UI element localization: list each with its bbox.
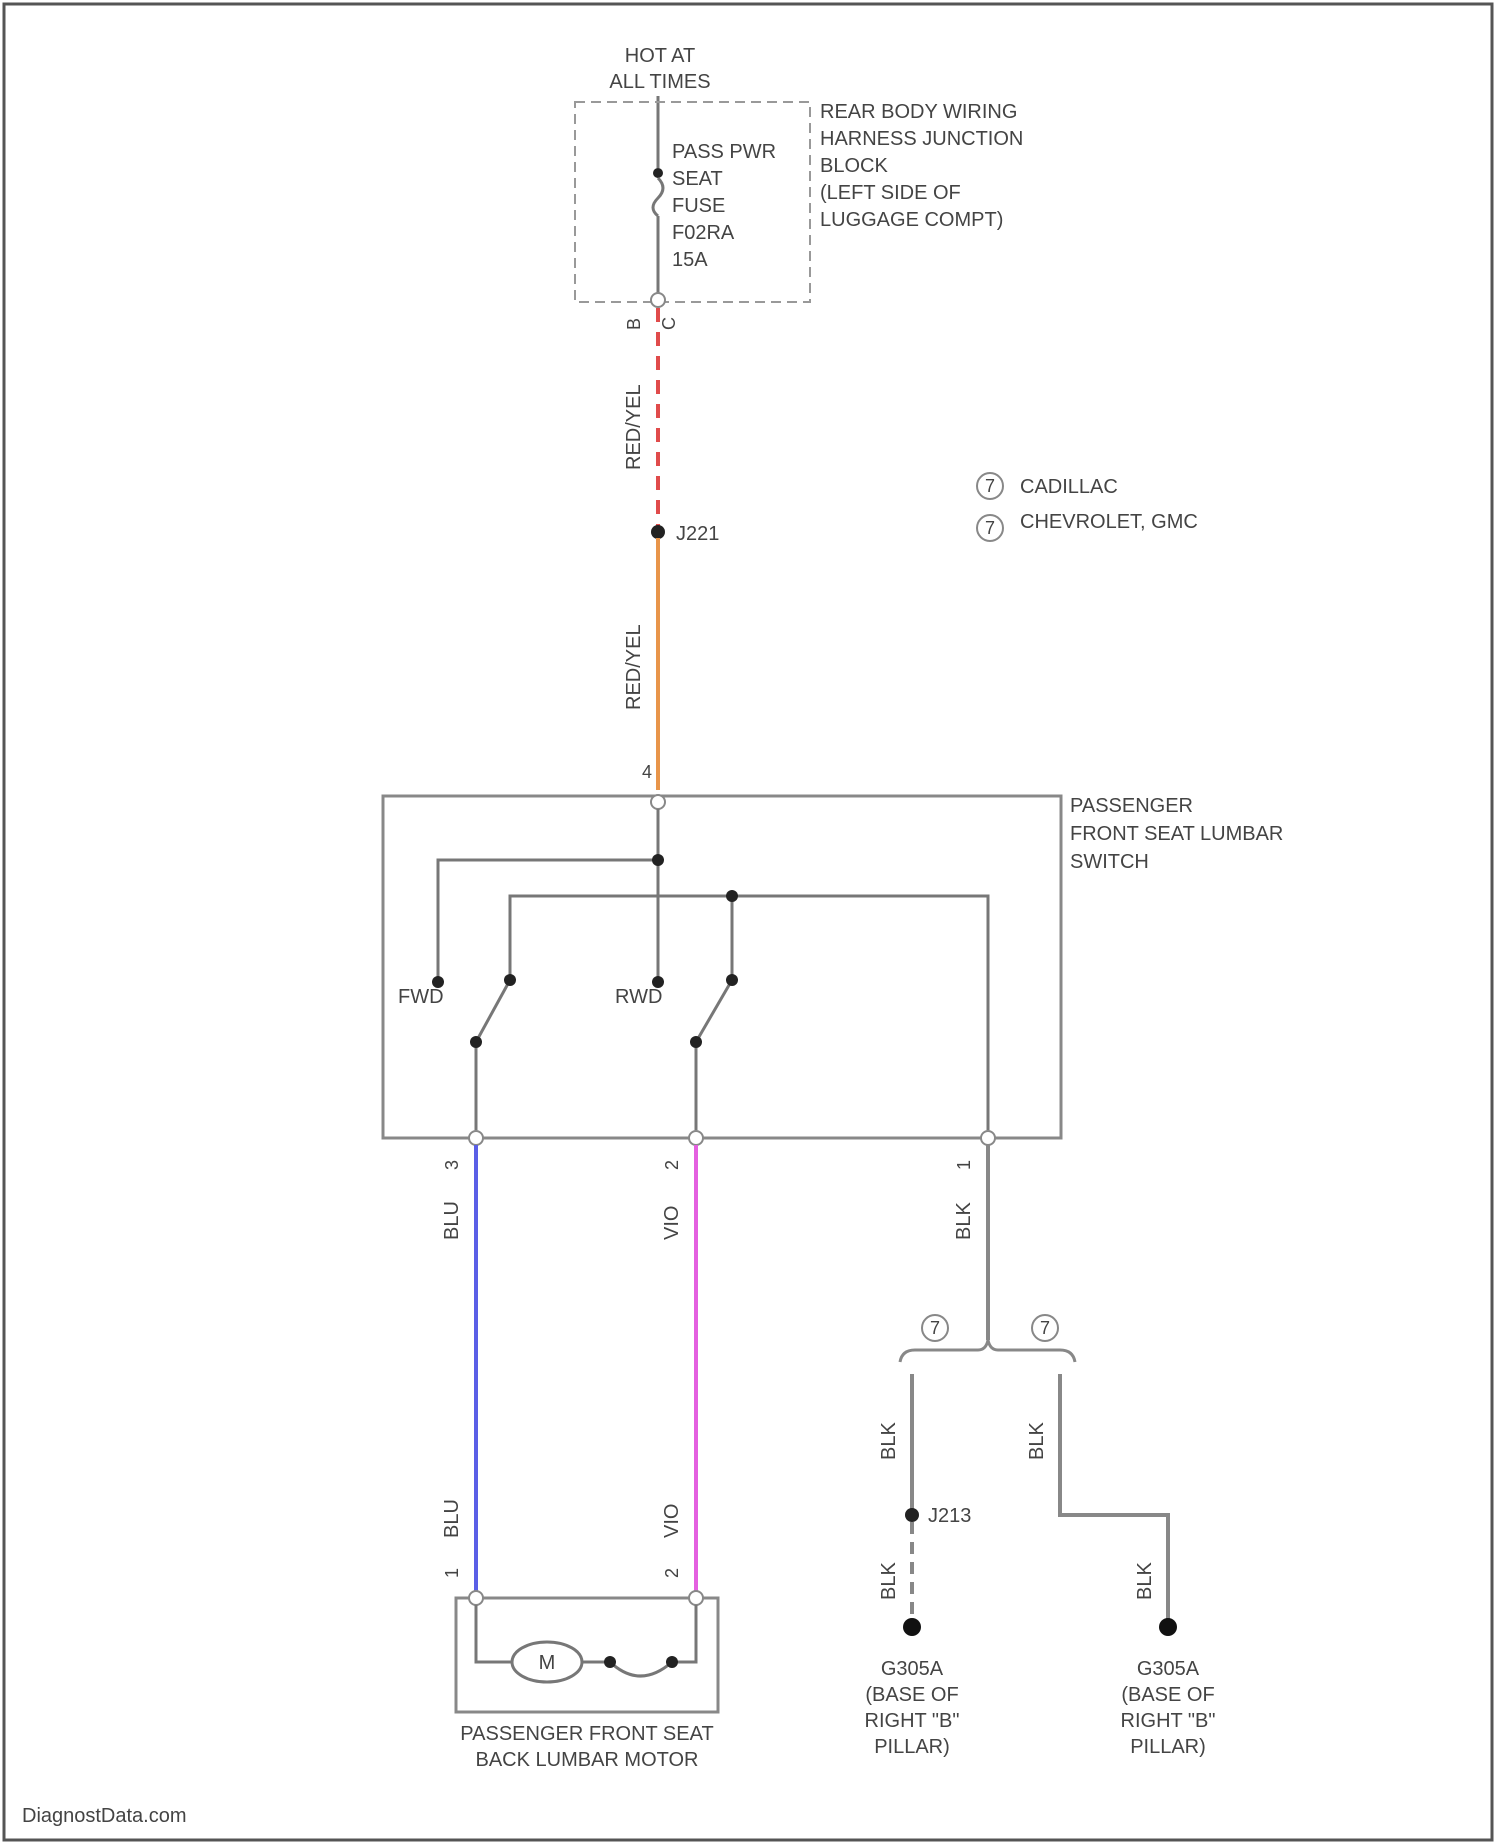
wire-label-vio-lower: VIO (661, 1504, 683, 1538)
svg-text:SEAT: SEAT (672, 168, 723, 190)
svg-text:SWITCH: SWITCH (1070, 851, 1149, 873)
svg-text:PILLAR): PILLAR) (874, 1736, 950, 1758)
splice-label-j221: J221 (676, 523, 719, 545)
legend-label-cadillac: CADILLAC (1020, 476, 1118, 498)
motor-symbol: M (512, 1642, 582, 1682)
ground-label-left: G305A (BASE OF RIGHT "B" PILLAR) (865, 1658, 960, 1758)
source-label-line-1: HOT AT (625, 45, 695, 67)
legend: 7 CADILLAC 7 CHEVROLET, GMC (977, 473, 1198, 541)
wire-label-red-yel-upper: RED/YEL (623, 384, 645, 470)
wire-label-blk-left-upper: BLK (878, 1422, 900, 1460)
svg-text:BACK LUMBAR MOTOR: BACK LUMBAR MOTOR (476, 1749, 699, 1771)
switch-pin-mid: 2 (662, 1160, 682, 1170)
svg-text:7: 7 (985, 518, 995, 538)
wire-label-blu-lower: BLU (441, 1499, 463, 1538)
page-frame (4, 4, 1492, 1840)
wire-label-blk-right-upper: BLK (1026, 1422, 1048, 1460)
junction-connector (651, 293, 665, 307)
motor-internal-wiring (476, 1605, 696, 1676)
switch-connector-top (651, 795, 665, 809)
ground-label-right: G305A (BASE OF RIGHT "B" PILLAR) (1121, 1658, 1216, 1758)
svg-text:HARNESS JUNCTION: HARNESS JUNCTION (820, 128, 1023, 150)
option-marker-left: 7 (922, 1315, 948, 1341)
switch-pin-left: 3 (442, 1160, 462, 1170)
svg-text:LUGGAGE COMPT): LUGGAGE COMPT) (820, 209, 1003, 231)
svg-text:(LEFT SIDE OF: (LEFT SIDE OF (820, 182, 961, 204)
svg-text:BLOCK: BLOCK (820, 155, 888, 177)
svg-text:FUSE: FUSE (672, 195, 725, 217)
motor-pin-right: 2 (662, 1568, 682, 1578)
motor-terminal-1 (604, 1656, 616, 1668)
wire-label-red-yel-lower: RED/YEL (623, 624, 645, 710)
svg-text:7: 7 (985, 476, 995, 496)
svg-text:PILLAR): PILLAR) (1130, 1736, 1206, 1758)
svg-text:FRONT SEAT LUMBAR: FRONT SEAT LUMBAR (1070, 823, 1283, 845)
ground-point-right (1159, 1618, 1177, 1636)
junction-pin-a: B (624, 318, 644, 330)
fuse-symbol (653, 168, 663, 296)
motor-terminal-2 (666, 1656, 678, 1668)
svg-text:G305A: G305A (1137, 1658, 1200, 1680)
svg-text:7: 7 (930, 1318, 940, 1338)
lumbar-switch-label: PASSENGER FRONT SEAT LUMBAR SWITCH (1070, 795, 1283, 873)
svg-text:RIGHT "B": RIGHT "B" (1121, 1710, 1216, 1732)
junction-block-label: REAR BODY WIRING HARNESS JUNCTION BLOCK … (820, 101, 1023, 231)
switch-contacts (432, 854, 738, 1048)
splice-label-j213: J213 (928, 1505, 971, 1527)
svg-text:M: M (539, 1652, 556, 1674)
svg-text:RIGHT "B": RIGHT "B" (865, 1710, 960, 1732)
svg-text:PASSENGER: PASSENGER (1070, 795, 1193, 817)
watermark: DiagnostData.com (22, 1805, 187, 1827)
wire-label-vio-upper: VIO (661, 1206, 683, 1240)
legend-label-chevrolet-gmc: CHEVROLET, GMC (1020, 511, 1198, 533)
svg-text:15A: 15A (672, 249, 708, 271)
wire-label-blk-left-lower: BLK (878, 1562, 900, 1600)
svg-text:(BASE OF: (BASE OF (865, 1684, 958, 1706)
junction-pin-b: C (659, 317, 679, 330)
lumbar-motor-label: PASSENGER FRONT SEAT BACK LUMBAR MOTOR (460, 1723, 713, 1771)
wire-label-blk-right-lower: BLK (1134, 1562, 1156, 1600)
option-bracket (900, 1340, 1075, 1362)
splice-j213 (905, 1508, 919, 1522)
lumbar-switch-box (383, 796, 1061, 1138)
switch-pin-right: 1 (954, 1160, 974, 1170)
ground-point-left (903, 1618, 921, 1636)
switch-label-rwd: RWD (615, 986, 662, 1008)
source-label-line-2: ALL TIMES (609, 71, 710, 93)
svg-text:7: 7 (1040, 1318, 1050, 1338)
switch-internal-wiring (438, 809, 988, 1130)
svg-text:F02RA: F02RA (672, 222, 735, 244)
svg-text:REAR BODY WIRING: REAR BODY WIRING (820, 101, 1017, 123)
option-marker-right: 7 (1032, 1315, 1058, 1341)
switch-pin-top: 4 (642, 762, 652, 782)
svg-text:(BASE OF: (BASE OF (1121, 1684, 1214, 1706)
lumbar-motor-box (456, 1598, 718, 1712)
svg-text:PASSENGER FRONT SEAT: PASSENGER FRONT SEAT (460, 1723, 713, 1745)
svg-text:G305A: G305A (881, 1658, 944, 1680)
wire-label-blk-switch: BLK (953, 1202, 975, 1240)
wire-label-blu-upper: BLU (441, 1201, 463, 1240)
splice-j221 (651, 525, 665, 539)
svg-text:PASS PWR: PASS PWR (672, 141, 776, 163)
fuse-label: PASS PWR SEAT FUSE F02RA 15A (672, 141, 776, 271)
motor-pin-left: 1 (442, 1568, 462, 1578)
switch-label-fwd: FWD (398, 986, 444, 1008)
